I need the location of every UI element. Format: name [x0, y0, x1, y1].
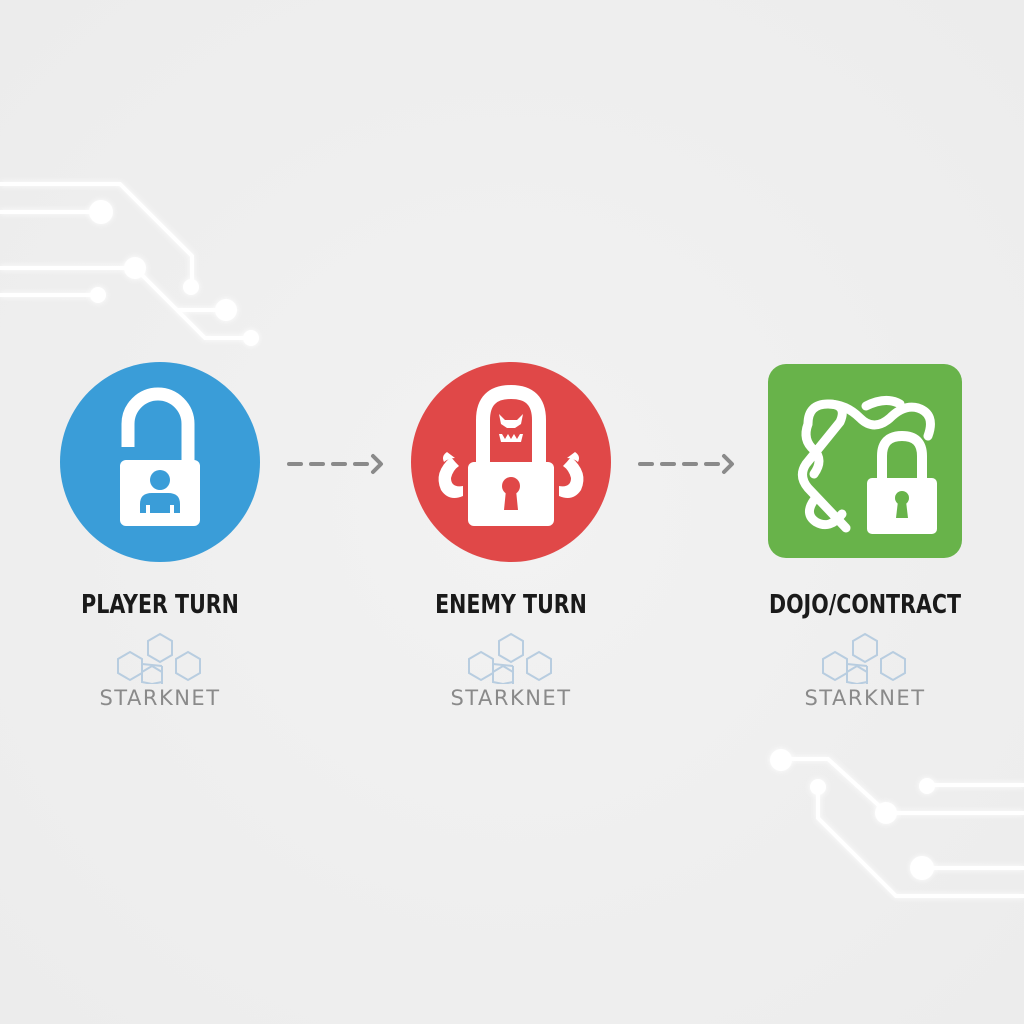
- starknet-brand: STARKNET: [90, 628, 230, 710]
- starknet-hexagon-logo-icon: [468, 632, 552, 686]
- starknet-brand: STARKNET: [441, 628, 581, 710]
- locked-padlock-with-monster-icon: [438, 384, 584, 526]
- player-turn-badge: [60, 362, 260, 562]
- step-label: PLAYER TURN: [81, 590, 239, 620]
- starknet-hexagon-logo-icon: [117, 632, 201, 686]
- dashed-arrow-icon: [287, 454, 383, 474]
- brand-text: STARKNET: [99, 686, 221, 710]
- chain-knot-with-padlock-icon: [798, 396, 937, 534]
- step-label: ENEMY TURN: [435, 590, 587, 620]
- enemy-turn-badge: [411, 362, 611, 562]
- starknet-hexagon-logo-icon: [822, 632, 906, 686]
- step-label: DOJO/CONTRACT: [768, 590, 962, 620]
- dojo-contract-badge: [768, 364, 962, 558]
- starknet-brand: STARKNET: [795, 628, 935, 710]
- unlocked-padlock-with-user-icon: [120, 387, 200, 526]
- brand-text: STARKNET: [804, 686, 926, 710]
- dashed-arrow-icon: [638, 454, 734, 474]
- brand-text: STARKNET: [450, 686, 572, 710]
